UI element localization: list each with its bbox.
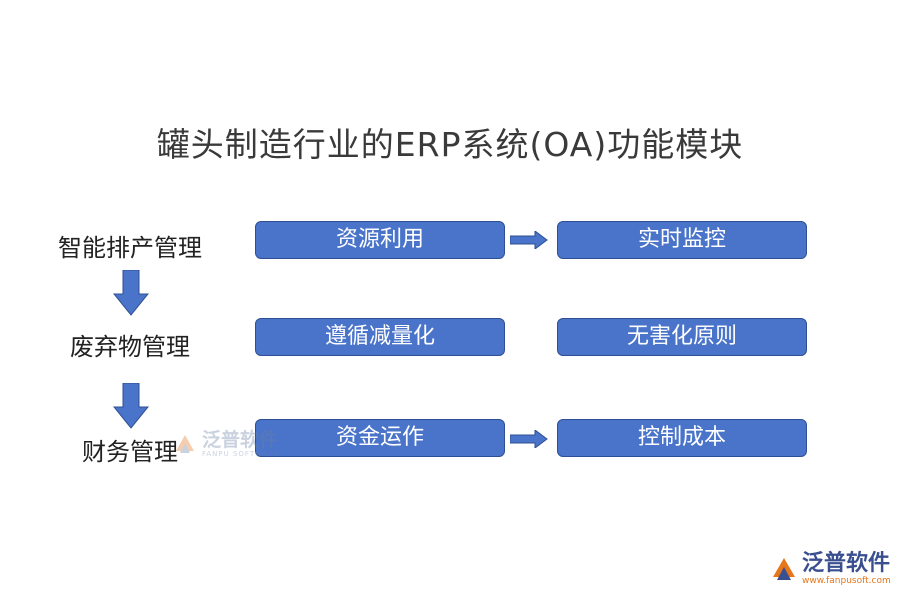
diagram-title: 罐头制造行业的ERP系统(OA)功能模块 <box>156 125 744 164</box>
right-arrow-1 <box>510 231 548 249</box>
stage-label-scheduling: 智能排产管理 <box>58 234 202 262</box>
box-harmless-principle: 无害化原则 <box>557 318 807 356</box>
stage-label-finance: 财务管理 <box>82 438 178 466</box>
watermark-subtext: FANPU SOFTWARE <box>202 450 280 458</box>
down-arrow-2 <box>113 383 149 429</box>
box-reduction: 遵循减量化 <box>255 318 505 356</box>
box-resource-use: 资源利用 <box>255 221 505 259</box>
watermark-text: 泛普软件 <box>202 429 279 451</box>
down-arrow-1 <box>113 270 149 316</box>
stage-label-waste: 废弃物管理 <box>70 333 190 361</box>
box-capital-operation: 资金运作 <box>255 419 505 457</box>
brand-logo-icon <box>773 558 795 580</box>
box-realtime-monitoring: 实时监控 <box>557 221 807 259</box>
brand-url: www.fanpusoft.com <box>802 576 891 586</box>
watermark-logo-icon <box>176 435 194 453</box>
brand-logo: 泛普软件 www.fanpusoft.com <box>770 552 891 586</box>
watermark: 泛普软件 FANPU SOFTWARE <box>172 430 280 458</box>
box-cost-control: 控制成本 <box>557 419 807 457</box>
right-arrow-2 <box>510 430 548 448</box>
brand-name: 泛普软件 <box>802 551 891 576</box>
